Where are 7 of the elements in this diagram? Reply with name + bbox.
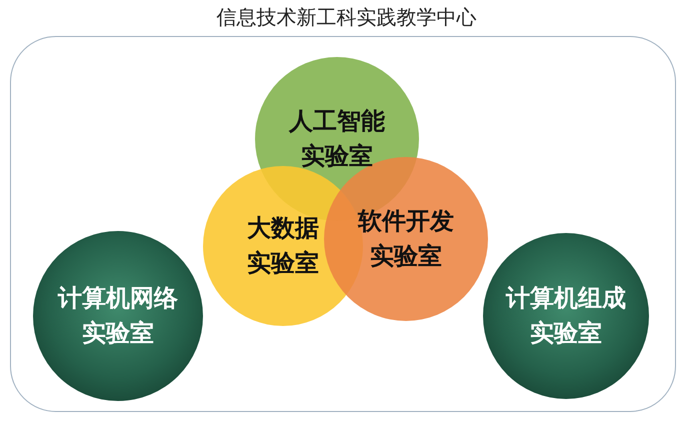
lab-label: 人工智能实验室 — [288, 106, 386, 172]
panel — [10, 36, 676, 412]
lab-label: 大数据实验室 — [246, 213, 320, 279]
lab-label: 软件开发实验室 — [356, 206, 455, 272]
lab-label: 计算机组成实验室 — [504, 283, 627, 349]
lab-label: 计算机网络实验室 — [56, 283, 179, 349]
panel-title: 信息技术新工科实践教学中心 — [216, 5, 476, 29]
